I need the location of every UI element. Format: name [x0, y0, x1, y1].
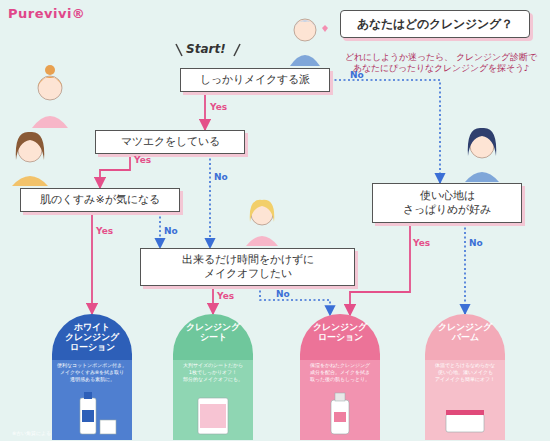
footnote: ※古い角質による: [12, 430, 51, 436]
branch-label: No: [164, 226, 178, 236]
decision-box: しっかりメイクする派: [180, 68, 330, 92]
brand-logo: Purevivi®: [8, 6, 85, 21]
card-outline: [300, 314, 380, 440]
branch-label: Yes: [96, 226, 113, 236]
box-text-wrap: マツエクをしている: [121, 135, 220, 149]
flow-connector: [100, 154, 130, 188]
branch-label: Yes: [217, 291, 234, 301]
box-text-wrap: しっかりメイクする派: [200, 73, 310, 87]
product-bottle: [80, 392, 116, 434]
person-illustration: [246, 200, 278, 246]
start-slash: [176, 44, 182, 56]
box-text-wrap: 肌のくすみ※が気になる: [40, 193, 159, 207]
flow-connector: [209, 154, 211, 248]
card-lower: [173, 360, 253, 440]
person-illustration: [290, 19, 328, 66]
intro-note: どれにしようか迷ったら、 クレンジング診断で あなたにぴったりなクレンジングを探…: [336, 52, 546, 75]
flow-connector: [350, 223, 410, 315]
product-name: クレンジング シート: [177, 323, 249, 343]
product-package: [198, 398, 228, 434]
decision-box: マツエクをしている: [95, 130, 245, 154]
product-name: ホワイト クレンジング ローション: [56, 323, 128, 352]
person-illustration: [32, 65, 68, 128]
flow-connector: [159, 212, 161, 248]
branch-label: No: [214, 172, 228, 182]
card-lower: [52, 360, 132, 440]
branch-label: Yes: [413, 238, 430, 248]
flow-connector: [212, 286, 214, 314]
flow-connector: [260, 286, 330, 315]
decision-box: 肌のくすみ※が気になる: [20, 188, 180, 212]
start-label: Start!: [186, 42, 226, 56]
product-description: 保湿をかねたクレンジング 成分を配合。メイクを拭き 取った後の肌もしっとり。: [302, 362, 378, 383]
product-name: クレンジング ローション: [304, 323, 376, 343]
box-text-wrap: 使い心地は さっぱりめが好み: [377, 189, 517, 218]
box-text-wrap: 出来るだけ時間をかけずに メイクオフしたい: [145, 253, 350, 282]
flow-connector: [91, 212, 93, 314]
product-name: クレンジング バーム: [429, 323, 501, 343]
start-slash: [234, 44, 240, 56]
branch-label: Yes: [134, 155, 151, 165]
product-description: 便利なコットンポンポン付き。 メイクやくすみ※を拭き取り 透明感ある素肌に。: [54, 362, 130, 383]
title-box: あなたはどのクレンジング？: [340, 10, 530, 38]
product-description: 大判サイズのシートだから 1枚でしっかりオフ！ 部分的なメイクオフにも。: [175, 362, 251, 383]
flow-connector: [204, 92, 206, 130]
branch-label: No: [469, 238, 483, 248]
decision-box: 使い心地は さっぱりめが好み: [372, 183, 522, 223]
product-card: クレンジング バーム体温でとろけるなめらかな 使い心地。濃いメイクも アイメイク…: [425, 314, 505, 440]
card-outline: [52, 314, 132, 440]
product-card: クレンジング ローション保湿をかねたクレンジング 成分を配合。メイクを拭き 取っ…: [300, 314, 380, 440]
card-lower: [425, 360, 505, 440]
product-card: クレンジング シート大判サイズのシートだから 1枚でしっかりオフ！ 部分的なメイ…: [173, 314, 253, 440]
card-outline: [425, 314, 505, 440]
decision-text: 使い心地は さっぱりめが好み: [377, 189, 517, 218]
branch-label: Yes: [210, 102, 227, 112]
decision-text: 肌のくすみ※が気になる: [40, 193, 159, 207]
decision-text: マツエクをしている: [121, 135, 220, 149]
decision-box: 出来るだけ時間をかけずに メイクオフしたい: [140, 248, 355, 286]
product-card: ホワイト クレンジング ローション便利なコットンポンポン付き。 メイクやくすみ※…: [52, 314, 132, 440]
product-description: 体温でとろけるなめらかな 使い心地。濃いメイクも アイメイクも簡単にオフ！: [427, 362, 503, 383]
branch-label: No: [350, 70, 364, 80]
diagram-title: あなたはどのクレンジング？: [357, 16, 513, 33]
decision-text: しっかりメイクする派: [200, 73, 310, 87]
branch-label: No: [276, 289, 290, 299]
card-outline: [173, 314, 253, 440]
product-jar: [446, 410, 484, 432]
flow-connector: [464, 223, 466, 314]
person-illustration: [465, 128, 499, 182]
person-illustration: [12, 132, 48, 186]
flow-connector: [330, 80, 440, 183]
decision-text: 出来るだけ時間をかけずに メイクオフしたい: [145, 253, 350, 282]
card-lower: [300, 360, 380, 440]
product-bottle: [331, 393, 349, 434]
